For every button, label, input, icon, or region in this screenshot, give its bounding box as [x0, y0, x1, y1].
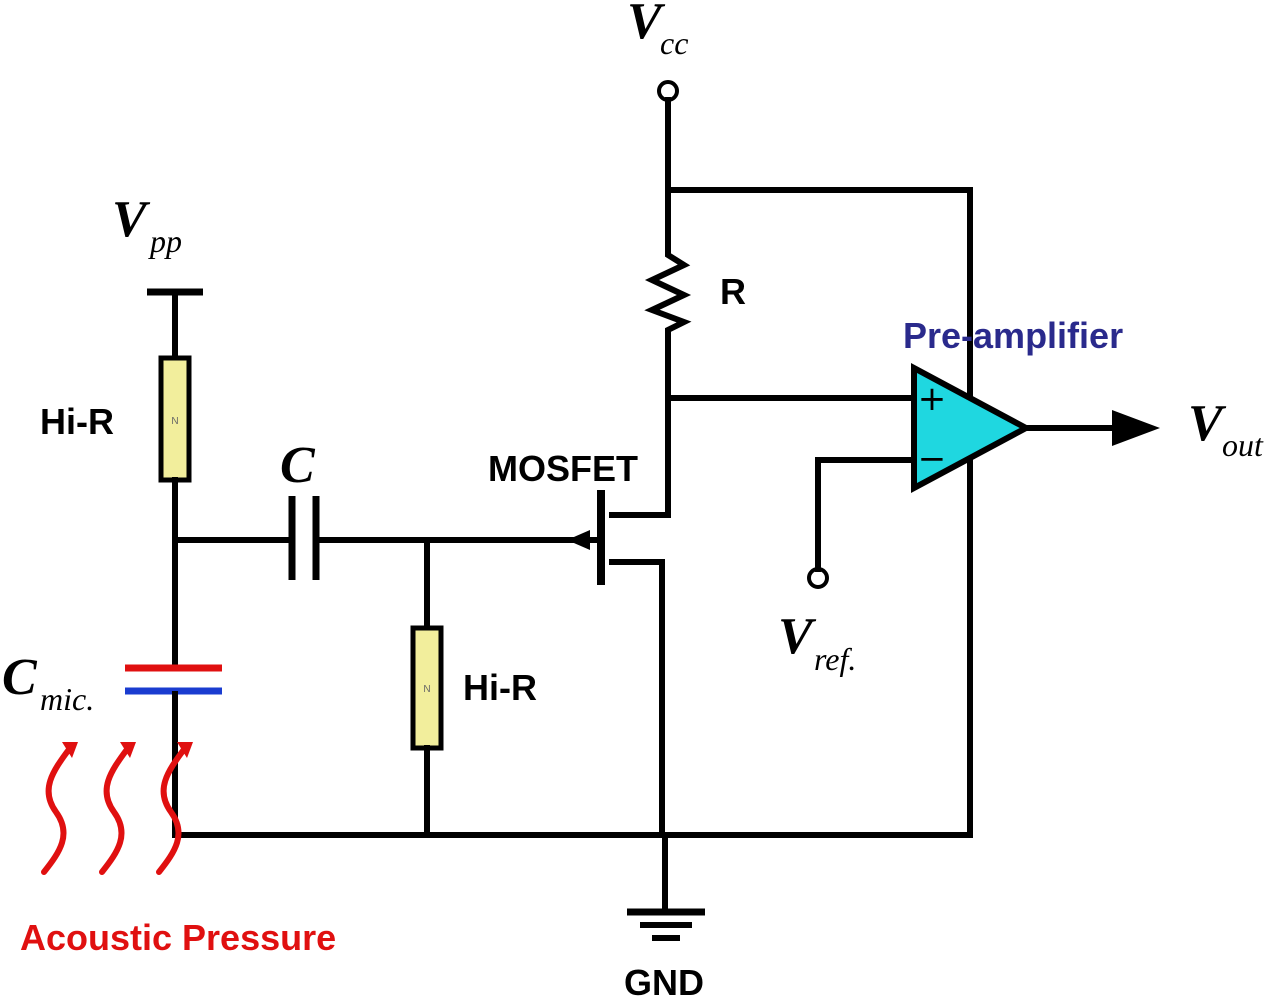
resistor-marker: N: [423, 684, 430, 695]
hi-r-resistor-right: N: [410, 537, 444, 838]
hi-r-left-label: Hi-R: [40, 401, 114, 442]
preamplifier-opamp: + −: [911, 362, 1033, 494]
vcc-label: V: [627, 0, 666, 50]
resistor-marker: N: [171, 416, 178, 427]
vref-terminal: [807, 457, 918, 589]
cmic-label: C: [2, 649, 38, 706]
vcc-subscript: cc: [660, 25, 688, 61]
vpp-terminal: [147, 288, 203, 361]
gnd-label: GND: [624, 962, 704, 1000]
hi-r-resistor-left: N: [158, 355, 192, 483]
output-arrow: [1023, 410, 1160, 446]
capacitor-c: [172, 496, 433, 580]
mosfet: [427, 490, 671, 838]
acoustic-pressure-label: Acoustic Pressure: [20, 917, 336, 958]
vref-label: V: [778, 608, 817, 665]
cmic-subscript: mic.: [40, 681, 94, 717]
preamplifier-label: Pre-amplifier: [903, 315, 1123, 356]
vout-subscript: out: [1222, 427, 1264, 463]
opamp-minus-sign: −: [918, 439, 947, 479]
cmic-capacitor: [125, 664, 222, 695]
hi-r-right-label: Hi-R: [463, 667, 537, 708]
vpp-subscript: pp: [148, 223, 182, 259]
vcc-terminal: [657, 80, 679, 253]
resistor-r: [644, 250, 692, 395]
opamp-plus-sign: +: [918, 379, 947, 419]
ground-symbol: [627, 908, 705, 941]
acoustic-wave-icon: [41, 742, 193, 875]
vref-subscript: ref.: [814, 641, 856, 677]
vpp-label: V: [112, 191, 151, 248]
vout-label: V: [1188, 395, 1227, 452]
mosfet-label: MOSFET: [488, 448, 638, 489]
resistor-r-label: R: [720, 271, 746, 312]
capacitor-c-label: C: [280, 437, 316, 494]
vcc-rail-wire: [665, 187, 973, 838]
